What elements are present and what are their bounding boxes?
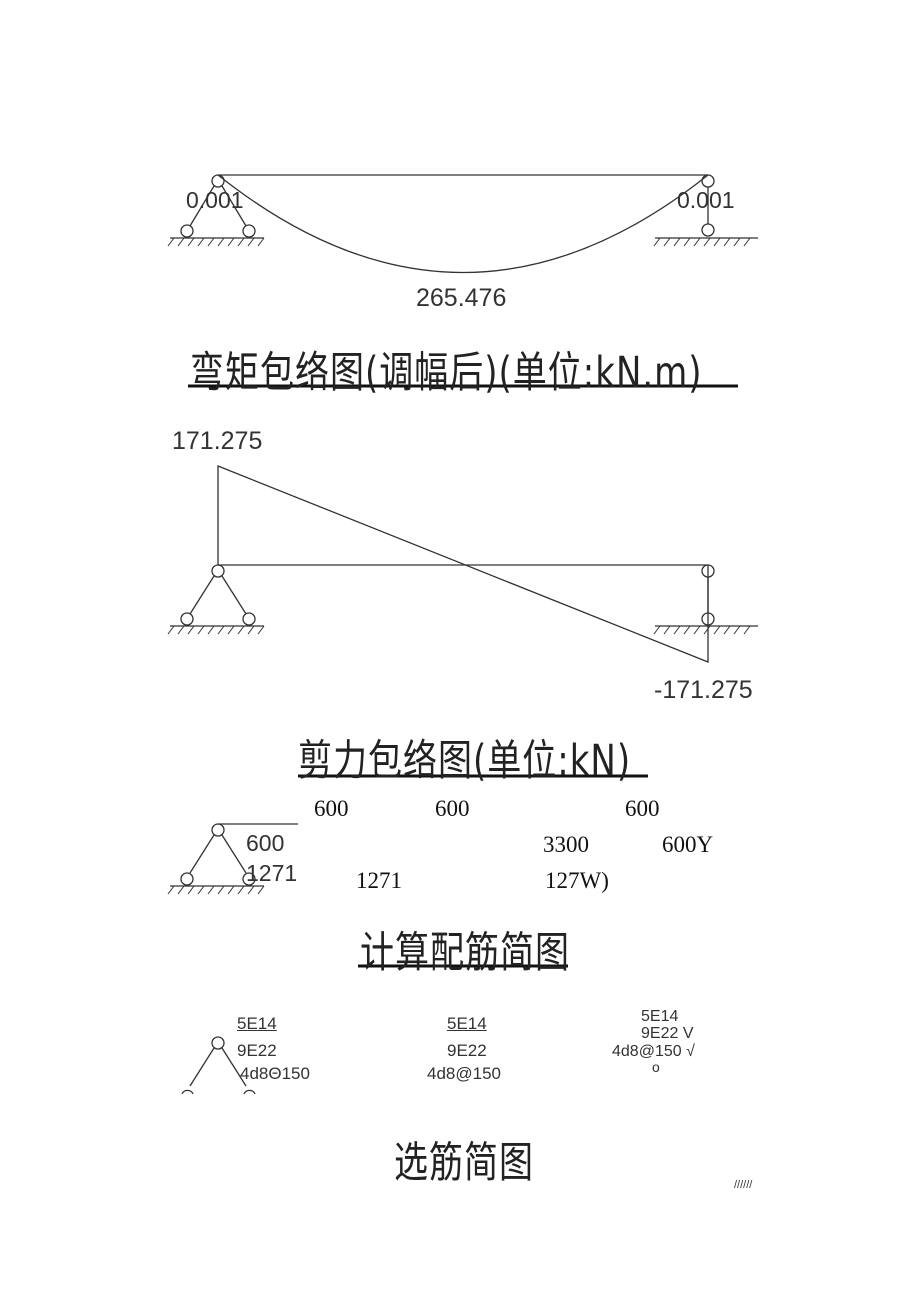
calc-row2-label-2: 600Y <box>662 832 714 857</box>
shear-right-roller-support <box>653 564 758 635</box>
select-g3-bottom-bars: 9E22 V <box>641 1025 694 1042</box>
select-g2-top-bars: 5E14 <box>447 1014 487 1033</box>
select-g2-stirrups: 4d8@150 <box>427 1064 501 1083</box>
shear-diagram-title: 剪力包络图(单位:kN) <box>298 736 632 786</box>
calc-row3-label-1: 1271 <box>356 868 402 893</box>
corner-mark: ////// <box>734 1179 753 1191</box>
calc-support-label-2: 1271 <box>246 860 298 886</box>
moment-diagram-title: 弯矩包络图(调幅后)(单位:kN.m) <box>190 348 703 398</box>
calc-top-label-1: 600 <box>314 796 349 821</box>
shear-right-value: -171.275 <box>654 676 753 704</box>
calc-row3-label-2: 127W) <box>545 868 609 893</box>
select-diagram <box>181 1036 256 1095</box>
select-left-pin-support <box>181 1036 256 1095</box>
shear-diagram <box>167 465 758 778</box>
select-g2-bottom-bars: 9E22 <box>447 1041 487 1060</box>
calc-left-pin-support <box>167 823 265 895</box>
select-diagram-title: 选筋简图 <box>394 1138 534 1188</box>
calc-top-label-2: 600 <box>435 796 470 821</box>
moment-envelope-curve <box>217 174 709 273</box>
moment-left-value: 0.001 <box>186 187 244 213</box>
calc-row2-label-1: 3300 <box>543 832 589 857</box>
shear-left-value: 171.275 <box>172 427 263 455</box>
select-g1-bottom-bars: 9E22 <box>237 1041 277 1060</box>
calc-diagram <box>167 823 568 968</box>
moment-left-pin-support <box>167 174 265 247</box>
select-g1-top-bars: 5E14 <box>237 1014 277 1033</box>
select-g3-top-bars: 5E14 <box>641 1008 679 1025</box>
select-g3-stirrups: 4d8@150 √ <box>612 1043 695 1060</box>
select-g3-note: o <box>652 1059 660 1075</box>
calc-top-label-3: 600 <box>625 796 660 821</box>
calc-diagram-title: 计算配筋简图 <box>360 928 570 978</box>
shear-left-pin-support <box>167 564 265 635</box>
moment-right-roller-support <box>653 174 758 247</box>
moment-max-value: 265.476 <box>416 284 507 312</box>
calc-support-label-1: 600 <box>246 830 285 856</box>
moment-diagram <box>167 174 758 388</box>
shear-envelope-line <box>217 465 709 663</box>
moment-right-value: 0.001 <box>677 187 735 213</box>
select-g1-stirrups: 4d8Θ150 <box>240 1064 310 1083</box>
